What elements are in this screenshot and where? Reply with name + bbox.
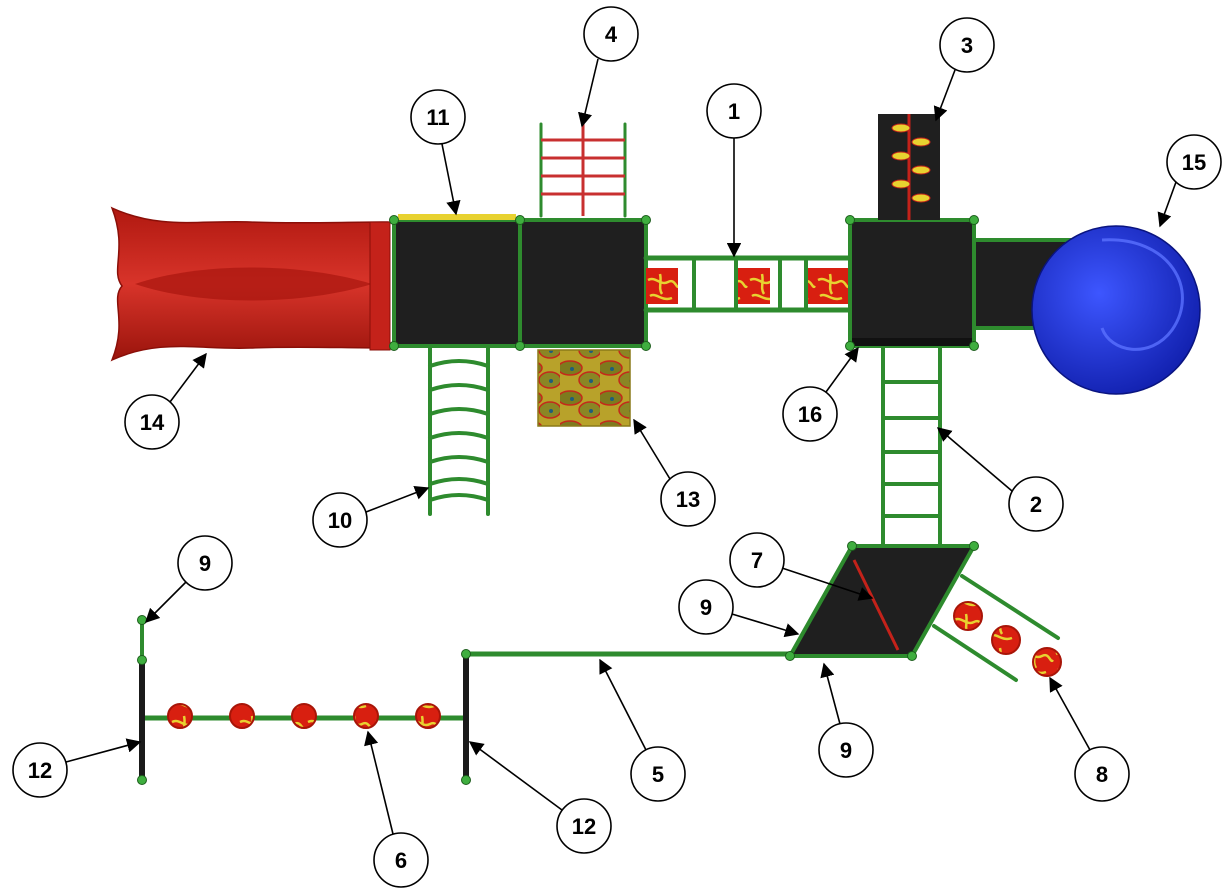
callout-9-left: 9 [144, 535, 233, 624]
callout-8: 8 [1049, 676, 1130, 802]
svg-text:9: 9 [840, 738, 852, 763]
entry-panel [398, 214, 516, 220]
callout-7: 7 [729, 532, 874, 601]
svg-text:5: 5 [652, 762, 664, 787]
callout-12-left: 12 [12, 738, 142, 798]
spiral-slide [972, 225, 1201, 395]
vertical-ladder [539, 122, 627, 218]
deck-center-left [518, 218, 648, 348]
callout-9-deck: 9 [678, 579, 800, 638]
callout-3: 3 [933, 17, 995, 122]
svg-text:1: 1 [728, 99, 740, 124]
svg-text:15: 15 [1182, 150, 1206, 175]
kick-plate [852, 338, 972, 346]
stepping-pods [932, 574, 1062, 682]
arch-climber [428, 346, 490, 516]
deck-left [392, 218, 522, 348]
svg-text:10: 10 [328, 508, 352, 533]
callout-6: 6 [364, 730, 429, 888]
svg-text:8: 8 [1096, 762, 1108, 787]
callout-9-bottom: 9 [818, 662, 874, 778]
svg-text:7: 7 [751, 548, 763, 573]
step-climber [878, 114, 940, 220]
svg-text:12: 12 [572, 814, 596, 839]
callout-12-right: 12 [468, 741, 612, 854]
svg-text:16: 16 [798, 402, 822, 427]
svg-text:12: 12 [28, 758, 52, 783]
bridge [643, 255, 853, 313]
callout-13: 13 [633, 418, 716, 527]
overhead-pods [139, 618, 469, 780]
callout-10: 10 [312, 485, 430, 548]
svg-text:2: 2 [1030, 492, 1042, 517]
callout-1: 1 [706, 83, 762, 258]
svg-text:11: 11 [426, 105, 449, 130]
svg-text:9: 9 [700, 595, 712, 620]
svg-text:6: 6 [395, 848, 407, 873]
deck-divider [852, 559, 900, 651]
svg-text:3: 3 [961, 33, 973, 58]
svg-text:4: 4 [605, 22, 618, 47]
callout-15: 15 [1157, 134, 1222, 228]
callout-16: 16 [782, 346, 859, 442]
callout-14: 14 [124, 352, 207, 450]
svg-text:13: 13 [676, 487, 700, 512]
svg-text:9: 9 [199, 551, 211, 576]
tube-slide [110, 206, 391, 362]
frame-joints [137, 215, 979, 785]
deck-right [848, 218, 976, 348]
callout-11: 11 [410, 89, 466, 216]
svg-text:14: 14 [140, 410, 165, 435]
deck-angled [786, 544, 978, 658]
callout-4: 4 [578, 6, 639, 128]
rock-climber [537, 349, 631, 427]
callout-2: 2 [936, 427, 1064, 532]
ladder [881, 346, 942, 548]
callout-5: 5 [599, 658, 686, 802]
